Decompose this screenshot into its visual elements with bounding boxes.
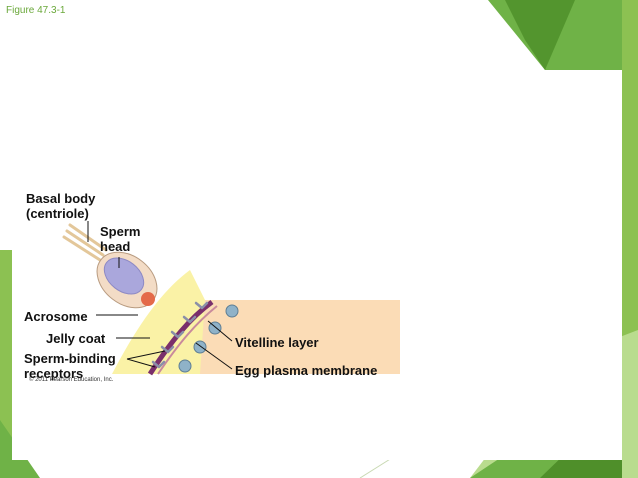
leader-receptor-1 xyxy=(126,350,166,360)
label-sperm-head: Sperm head xyxy=(100,224,140,254)
leader-plasma-membrane xyxy=(195,342,233,370)
tail-fiber xyxy=(65,229,105,257)
egg-plasma-membrane xyxy=(157,305,218,375)
granule xyxy=(193,340,207,354)
copyright-notice: © 2011 Pearson Education, Inc. xyxy=(29,377,114,383)
label-acrosome: Acrosome xyxy=(24,309,88,324)
tail-fiber xyxy=(62,235,102,262)
receptor xyxy=(182,315,197,324)
egg-cytoplasm xyxy=(185,300,400,374)
receptor xyxy=(194,301,209,310)
acrosome xyxy=(141,292,155,306)
receptor xyxy=(151,360,166,369)
jelly-coat xyxy=(112,270,205,374)
label-basal-body: Basal body (centriole) xyxy=(26,191,95,221)
leader-vitelline xyxy=(207,320,233,342)
decor-facet-left xyxy=(0,250,12,478)
label-jelly-coat: Jelly coat xyxy=(46,331,106,346)
granule xyxy=(208,321,222,335)
label-receptors-line1: Sperm-binding xyxy=(24,351,116,366)
granule xyxy=(225,304,239,318)
label-egg-plasma-membrane: Egg plasma membrane xyxy=(235,363,378,378)
label-vitelline-layer: Vitelline layer xyxy=(235,335,319,350)
label-basal-body-line1: Basal body xyxy=(26,191,96,206)
cortical-granules xyxy=(178,304,239,373)
label-sperm-head-line2: head xyxy=(100,239,131,254)
decor-facet-top-dark xyxy=(505,0,575,70)
granule xyxy=(178,359,192,373)
label-basal-body-line2: (centriole) xyxy=(26,206,89,221)
label-receptors-line2: receptors xyxy=(24,366,84,381)
receptor xyxy=(170,330,185,339)
label-sperm-binding-receptors: Sperm-binding receptors xyxy=(24,351,116,381)
sperm-binding-receptors xyxy=(151,301,209,369)
label-sperm-head-line1: Sperm xyxy=(100,224,141,239)
figure-label: Figure 47.3-1 xyxy=(6,5,66,16)
receptor xyxy=(160,345,175,354)
leader-receptor-2 xyxy=(126,358,156,368)
sperm-nucleus xyxy=(103,257,145,295)
